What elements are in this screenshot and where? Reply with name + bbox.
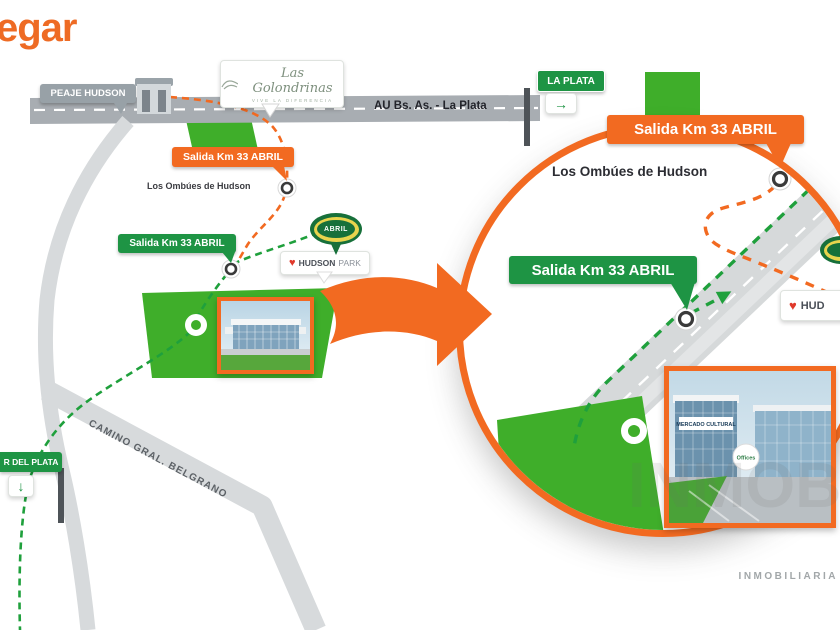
toll-lane-right: [158, 90, 166, 112]
sign-salida-orange: Salida Km 33 ABRIL: [172, 147, 294, 167]
building-photo-large: MERCADO CULTURAL Offices: [664, 366, 836, 528]
inset-graphics: [463, 130, 840, 530]
golondrinas-tagline: VIVE LA DIFERENCIA: [251, 97, 334, 103]
golondrinas-swirl-icon: [221, 80, 238, 90]
page-title: egar: [0, 6, 77, 50]
sign-peaje-hudson: PEAJE HUDSON: [40, 84, 136, 103]
building-logo: Offices: [737, 456, 756, 462]
building-photo-small: [217, 297, 314, 374]
watermark-small: INMOBILIARIA: [738, 571, 838, 582]
abril-badge: ABRIL: [310, 213, 362, 245]
la-plata-pole: [524, 88, 530, 146]
right-arrow-icon: →: [554, 95, 568, 112]
inset-green-arrowhead: [715, 291, 732, 305]
mar-del-plata-arrow-box: ↓: [8, 475, 34, 497]
hudson-partial-text: HUD: [800, 299, 825, 312]
donut-marker: [185, 314, 207, 336]
ombues-label: Los Ombúes de Hudson: [147, 181, 251, 191]
building-photo-small-art: [221, 301, 310, 370]
inset-marker-orange: [768, 167, 792, 191]
marker-orange-exit: [277, 178, 297, 198]
heart-icon-inset: ♥: [789, 298, 797, 313]
road-belgrano: [41, 380, 326, 630]
inset-route-green: [572, 157, 840, 448]
toll-roof: [135, 78, 173, 86]
sign-salida-green-inset: Salida Km 33 ABRIL: [509, 256, 697, 284]
inset-green-patch: [497, 396, 664, 530]
marker-green-exit: [221, 259, 241, 279]
building-photo-large-art: MERCADO CULTURAL Offices: [669, 371, 831, 523]
mar-del-plata-pole: [58, 468, 64, 523]
au-highway-label: AU Bs. As. - La Plata: [374, 100, 487, 112]
abril-badge-label: ABRIL: [317, 220, 355, 238]
sign-mar-del-plata: R DEL PLATA: [0, 452, 62, 472]
golondrinas-text: Las Golondrinas VIVE LA DIFERENCIA: [242, 66, 343, 103]
sign-la-plata: LA PLATA: [537, 70, 605, 92]
green-patch-toll: [186, 114, 258, 156]
ombues-label-inset: Los Ombúes de Hudson: [552, 164, 708, 179]
toll-booth-icon: [135, 74, 173, 114]
hudson-park-park: PARK: [338, 258, 361, 268]
hudson-park-hudson: HUDSON: [298, 258, 336, 268]
inset-marker-green: [674, 307, 698, 331]
inset-donut-marker: [621, 418, 647, 444]
sign-las-golondrinas: Las Golondrinas VIVE LA DIFERENCIA: [220, 60, 344, 108]
road-left: [37, 116, 134, 630]
toll-lane-left: [142, 90, 150, 112]
golondrinas-name: Las Golondrinas: [252, 65, 333, 96]
sign-hudson-partial: ♥ HUD: [780, 290, 840, 321]
sign-salida-green: Salida Km 33 ABRIL: [118, 234, 236, 253]
down-arrow-icon: ↓: [17, 478, 25, 494]
building-banner: MERCADO CULTURAL: [676, 422, 736, 428]
sign-salida-orange-inset: Salida Km 33 ABRIL: [607, 115, 804, 144]
abril-partial-center: [827, 243, 840, 257]
abril-badge-partial: [820, 236, 840, 264]
sign-hudson-park: ♥ HUDSON PARK: [280, 251, 370, 275]
heart-icon: ♥: [289, 256, 296, 269]
belgrano-label: CAMINO GRAL. BELGRANO: [87, 418, 229, 501]
la-plata-arrow-box: →: [545, 93, 577, 114]
